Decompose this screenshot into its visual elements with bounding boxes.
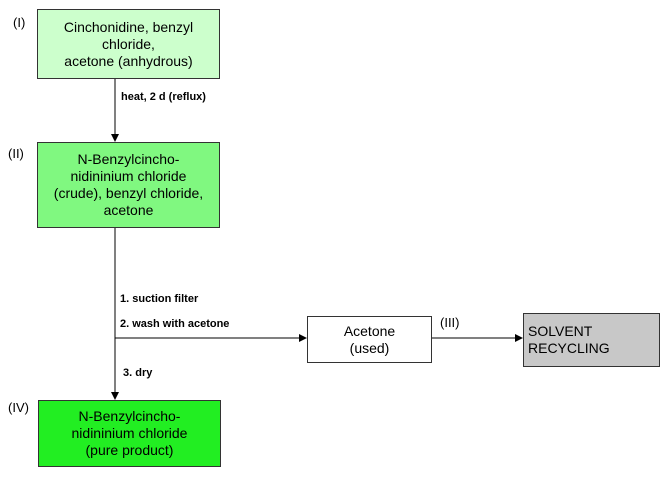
step-heat-label: heat, 2 d (reflux) (121, 91, 206, 103)
stage-label-i: (I) (13, 15, 26, 30)
step-dry-label: 3. dry (123, 367, 153, 379)
box-solvent-recycling: SOLVENT RECYCLING (523, 313, 660, 367)
box-start-line-2: chloride, (102, 35, 155, 52)
stage-label-iv: (IV) (8, 400, 29, 415)
box-pure-product: N-Benzylcincho- nidininium chloride (pur… (38, 400, 221, 467)
box-crude-line-4: acetone (103, 202, 154, 218)
box-acetone-line-2: (used) (349, 339, 390, 356)
box-start-materials: Cinchonidine, benzyl chloride, acetone (… (37, 9, 220, 79)
step-filter-label: 1. suction filter (120, 293, 199, 305)
stage-label-ii: (II) (8, 146, 24, 161)
box-crude-line-2: nidininium chloride (70, 168, 187, 184)
stage-label-iii: (III) (440, 315, 460, 330)
box-start-line-3: acetone (anhydrous) (64, 52, 193, 69)
box-recycling-line-2: RECYCLING (528, 340, 610, 356)
box-product-line-1: N-Benzylcincho- (78, 408, 181, 424)
box-crude-line-1: N-Benzylcincho- (77, 151, 180, 167)
box-acetone-line-1: Acetone (343, 322, 396, 339)
box-start-line-1: Cinchonidine, benzyl (63, 18, 194, 35)
box-recycling-line-1: SOLVENT (528, 323, 593, 339)
box-crude-line-3: (crude), benzyl chloride, (53, 185, 204, 201)
box-crude-product: N-Benzylcincho- nidininium chloride (cru… (37, 142, 220, 228)
box-product-line-3: (pure product) (85, 442, 174, 458)
box-product-line-2: nidininium chloride (71, 425, 188, 441)
step-wash-label: 2. wash with acetone (120, 318, 230, 330)
box-acetone-used: Acetone (used) (307, 316, 432, 363)
